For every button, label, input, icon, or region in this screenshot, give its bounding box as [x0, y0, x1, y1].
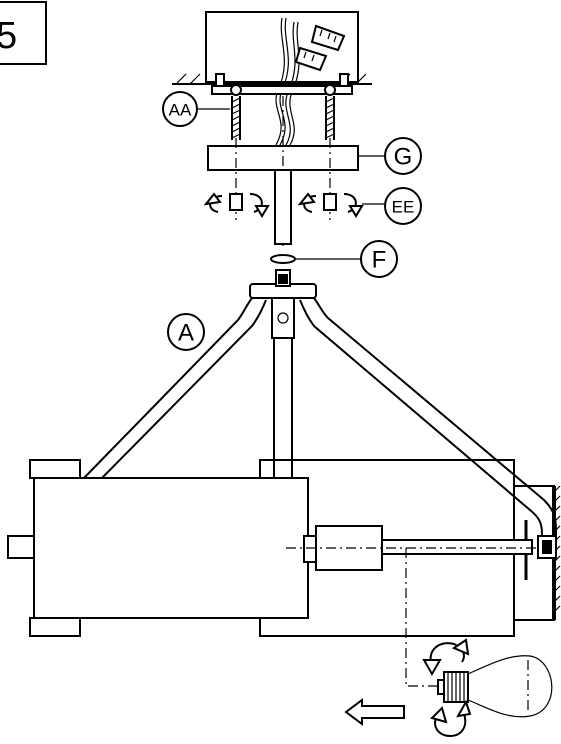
washer-f: [270, 254, 296, 264]
bulb-rotate-arrow-bottom: [430, 699, 472, 738]
bulb-leader: [405, 548, 440, 687]
label-aa: AA: [162, 91, 230, 127]
step-number: 5: [0, 15, 17, 57]
screw-aa-left: [231, 96, 241, 140]
light-bulb: [437, 655, 553, 718]
label-g-text: G: [394, 144, 413, 171]
left-arm: [83, 297, 267, 481]
lamp-housing-front: [7, 477, 309, 619]
label-g: G: [358, 137, 422, 175]
right-arm: [299, 297, 557, 540]
label-aa-text: AA: [169, 101, 192, 120]
label-a-text: A: [178, 320, 194, 347]
center-arm: [273, 337, 293, 479]
label-ee: EE: [362, 187, 422, 225]
mounting-bar: [211, 84, 353, 96]
label-f: F: [296, 240, 398, 278]
bulb-rotate-arrow-top: [422, 638, 470, 677]
label-f-text: F: [372, 247, 387, 274]
cap-nut-ee-right: [297, 192, 364, 218]
step-box: 5: [0, 1, 47, 65]
label-a: A: [167, 313, 205, 351]
cap-nut-ee-left: [203, 192, 270, 218]
pull-direction-arrow: [344, 698, 405, 726]
stem-rod: [274, 169, 292, 245]
label-ee-text: EE: [392, 198, 415, 217]
junction-box: [172, 11, 372, 146]
arm-hub: [249, 269, 317, 339]
screw-aa-right: [325, 96, 335, 140]
lamp-socket: [286, 525, 540, 571]
